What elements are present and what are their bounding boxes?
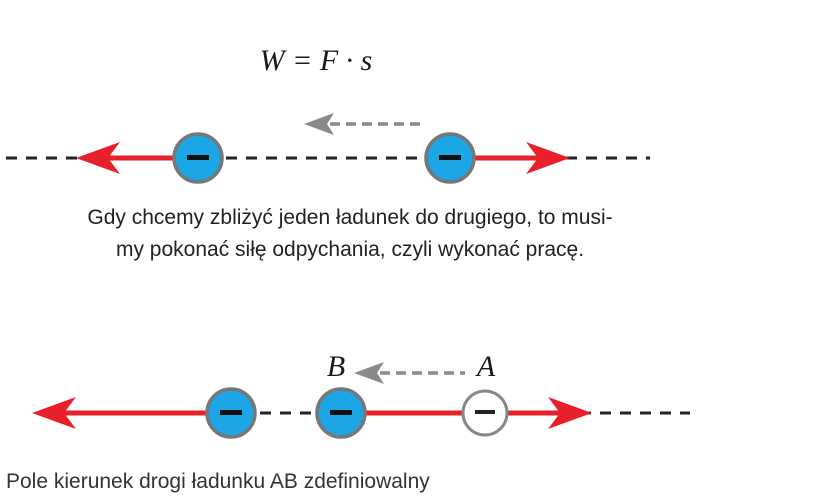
force-right-head (548, 397, 592, 429)
point-a-label: A (475, 350, 496, 383)
force-left-head (32, 397, 76, 429)
work-formula: W = F · s (260, 44, 373, 77)
caption-line-1: Gdy chcemy zbliżyć jeden ładunek do drug… (87, 206, 613, 229)
repulsion-force-right-head (526, 142, 570, 174)
approach-arrow-head (304, 113, 334, 135)
charge-at-a-ghost (461, 389, 509, 437)
caption-line-2: my pokonać siłę odpychania, czyli wykona… (115, 238, 585, 261)
panel-1 (6, 113, 650, 184)
diagram: W = F · s B A (6, 44, 690, 439)
caption-panel-1: Gdy chcemy zbliżyć jeden ładunek do drug… (0, 202, 700, 266)
charge-at-b (315, 387, 367, 439)
repulsion-force-left-head (76, 142, 120, 174)
caption-panel-2-partial: Pole kierunek drogi ładunku AB zdefiniow… (6, 470, 430, 493)
panel-2: B A (32, 350, 690, 439)
charge-left (172, 132, 224, 184)
displacement-arrow-head (354, 362, 384, 384)
charge-right (424, 132, 476, 184)
fixed-charge (205, 387, 257, 439)
point-b-label: B (327, 350, 345, 383)
